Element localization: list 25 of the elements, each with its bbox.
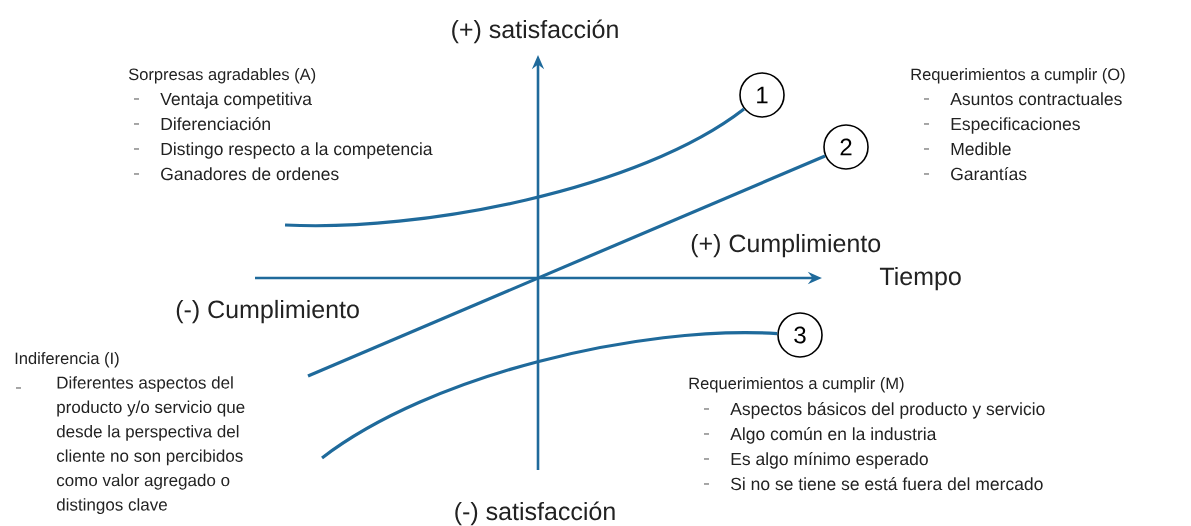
curve	[307, 154, 826, 378]
axis-label: (+) satisfacción	[452, 19, 618, 44]
group-heading: Requerimientos a cumplir (M)	[689, 377, 904, 393]
list-item: Diferentes aspectos del producto y/o servicio que desde la perspectiva del cliente no son percibidos como valor agregado o distingos clave	[56, 376, 245, 515]
curve	[321, 331, 778, 460]
axis-label: (+) Cumplimiento	[691, 233, 881, 258]
group-heading: Indiferencia (I)	[15, 352, 119, 368]
list-item: Algo común en la industria	[730, 427, 937, 444]
group-heading: Sorpresas agradables (A)	[128, 68, 316, 84]
list-item: Ganadores de ordenes	[161, 167, 339, 181]
list-item: Garantías	[951, 167, 1027, 181]
list-item: Es algo mínimo esperado	[731, 452, 928, 469]
group-heading: Requerimientos a cumplir (O)	[911, 68, 1125, 84]
list-item: Aspectos básicos del producto y servicio	[730, 402, 1045, 419]
list-item: Ventaja competitiva	[160, 92, 312, 109]
list-item: Especificaciones	[951, 117, 1080, 134]
list-item: Diferenciación	[161, 117, 270, 131]
list-item: Si no se tiene se está fuera del mercado	[731, 477, 1043, 491]
list-item: Medible	[951, 142, 1011, 156]
list-item: Distingo respecto a la competencia	[161, 142, 433, 159]
curve	[284, 107, 745, 228]
list-item: Asuntos contractuales	[950, 92, 1122, 106]
axis-label: (-) satisfacción	[455, 501, 615, 526]
axis-label: Tiempo	[879, 266, 961, 291]
axis-label: (-) Cumplimiento	[176, 299, 359, 324]
